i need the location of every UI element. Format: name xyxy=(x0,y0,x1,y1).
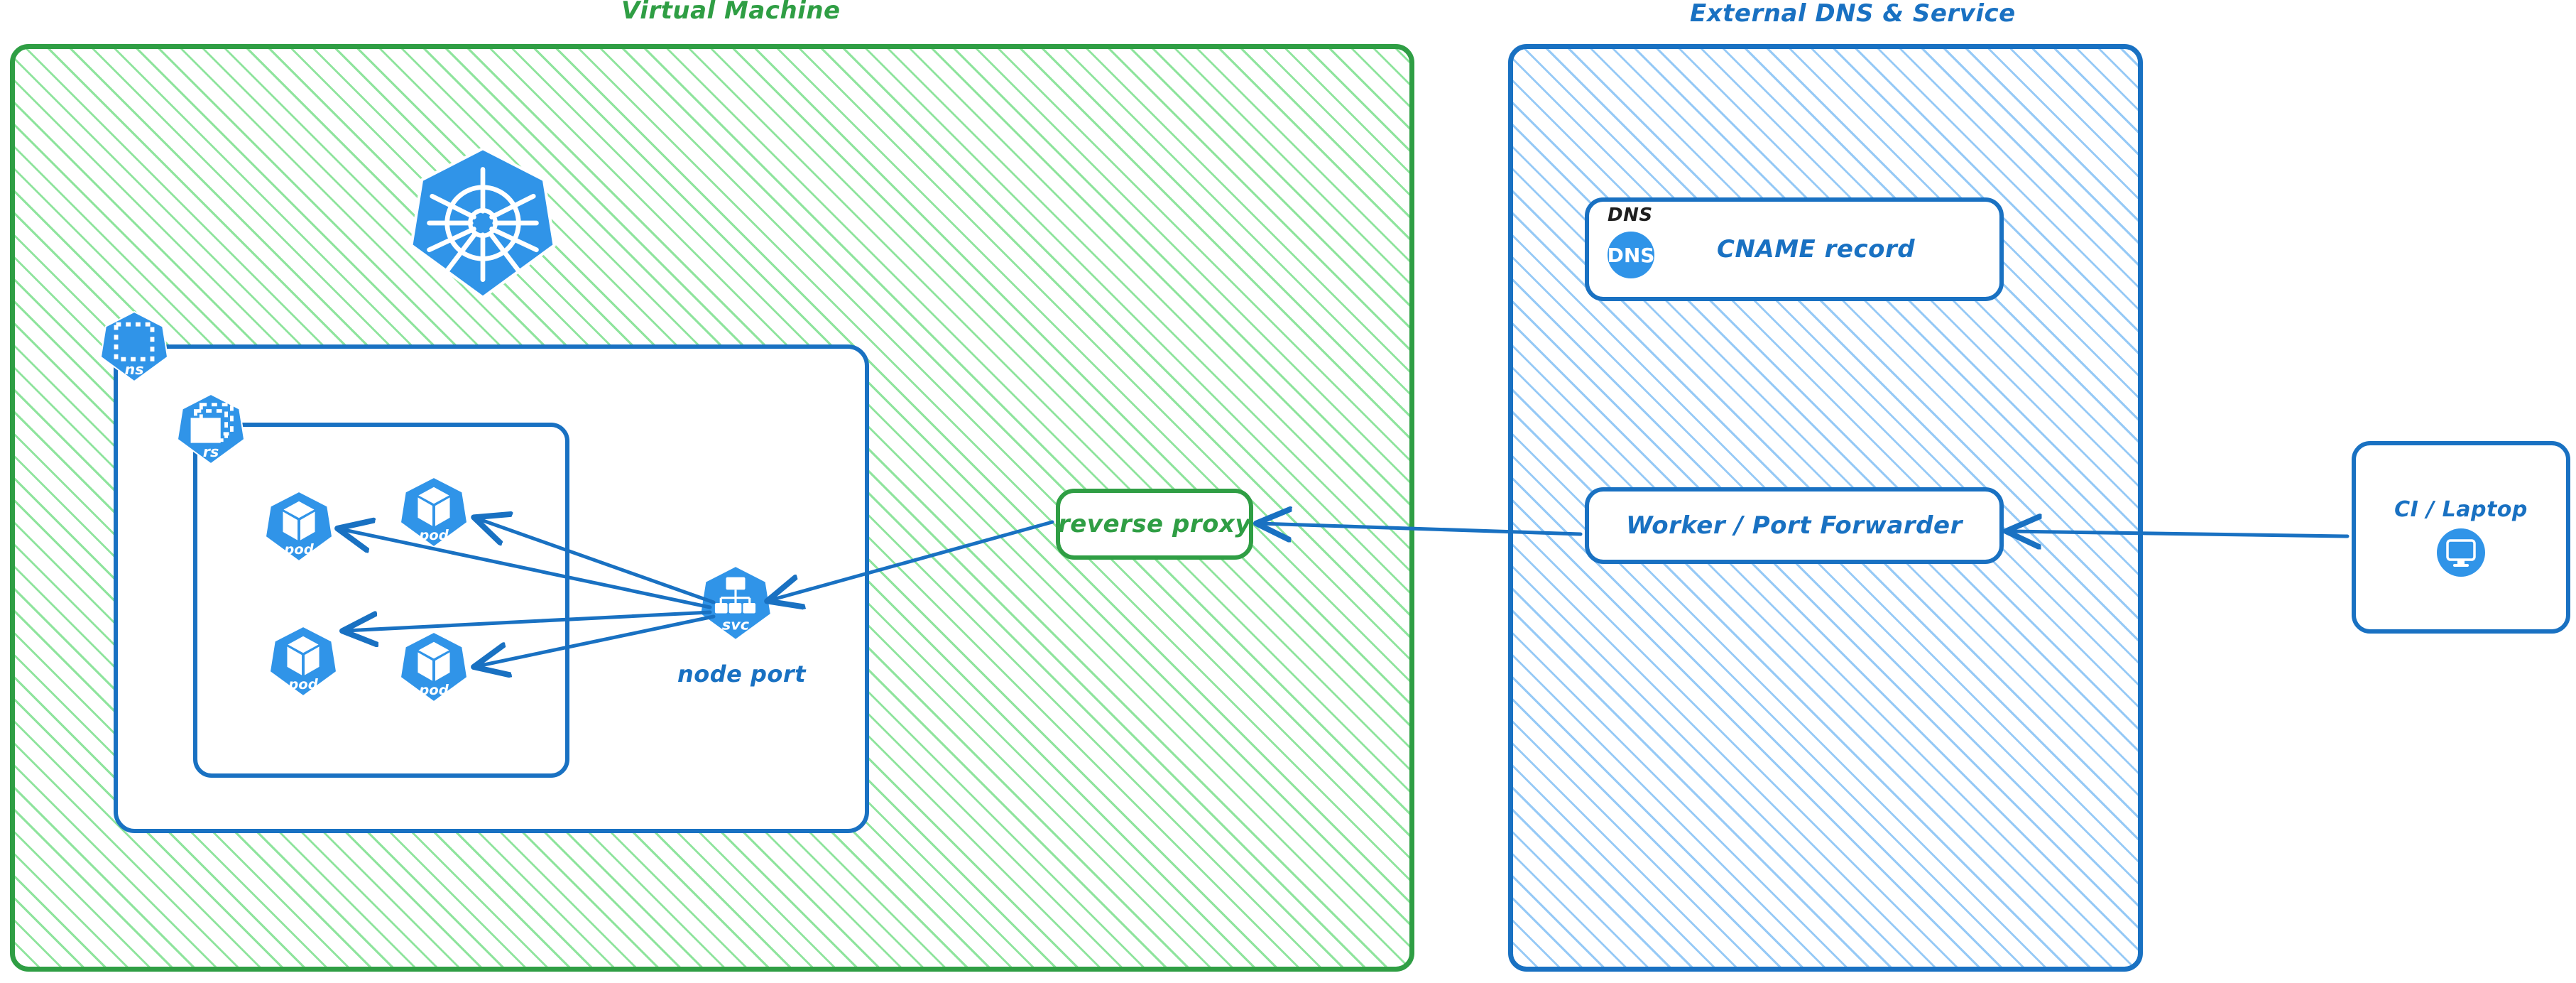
pod-icon-4: pod pod xyxy=(399,631,469,703)
ci-laptop-box[interactable]: CI / Laptop xyxy=(2352,441,2570,634)
virtual-machine-title: Virtual Machine xyxy=(621,0,841,25)
svg-text:svc: svc xyxy=(722,616,750,633)
svg-text:ns: ns xyxy=(125,361,144,378)
replicaset-icon: rs rs xyxy=(176,393,246,465)
pod-icon-2: pod pod xyxy=(399,476,469,548)
namespace-icon: ns ns xyxy=(99,310,169,383)
external-dns-service-title: External DNS & Service xyxy=(1690,0,2016,28)
dns-badge-icon: DNS xyxy=(1608,232,1654,278)
svg-text:pod: pod xyxy=(418,682,449,698)
reverse-proxy-box[interactable]: reverse proxy xyxy=(1056,489,1253,560)
svg-text:rs: rs xyxy=(203,443,219,460)
svg-text:pod: pod xyxy=(288,676,318,693)
pod-icon-1: pod pod xyxy=(264,490,334,563)
pod-icon-3: pod pod xyxy=(268,625,338,697)
svg-text:pod: pod xyxy=(283,541,314,558)
ci-laptop-label: CI / Laptop xyxy=(2394,497,2528,522)
dns-cname-card[interactable]: DNS DNS CNAME record xyxy=(1585,197,2004,301)
kubernetes-logo-icon xyxy=(408,146,557,300)
service-icon: svc svc xyxy=(699,565,773,641)
worker-port-forwarder-label: Worker / Port Forwarder xyxy=(1626,511,1963,540)
dns-corner-label: DNS xyxy=(1608,205,1653,226)
worker-port-forwarder-box[interactable]: Worker / Port Forwarder xyxy=(1585,487,2004,564)
svg-text:pod: pod xyxy=(418,527,449,543)
replicaset-container[interactable] xyxy=(193,423,569,778)
desktop-monitor-icon xyxy=(2436,528,2486,577)
dns-card-title: CNAME record xyxy=(1717,235,1916,264)
node-port-caption: node port xyxy=(677,661,806,688)
reverse-proxy-label: reverse proxy xyxy=(1058,510,1252,538)
